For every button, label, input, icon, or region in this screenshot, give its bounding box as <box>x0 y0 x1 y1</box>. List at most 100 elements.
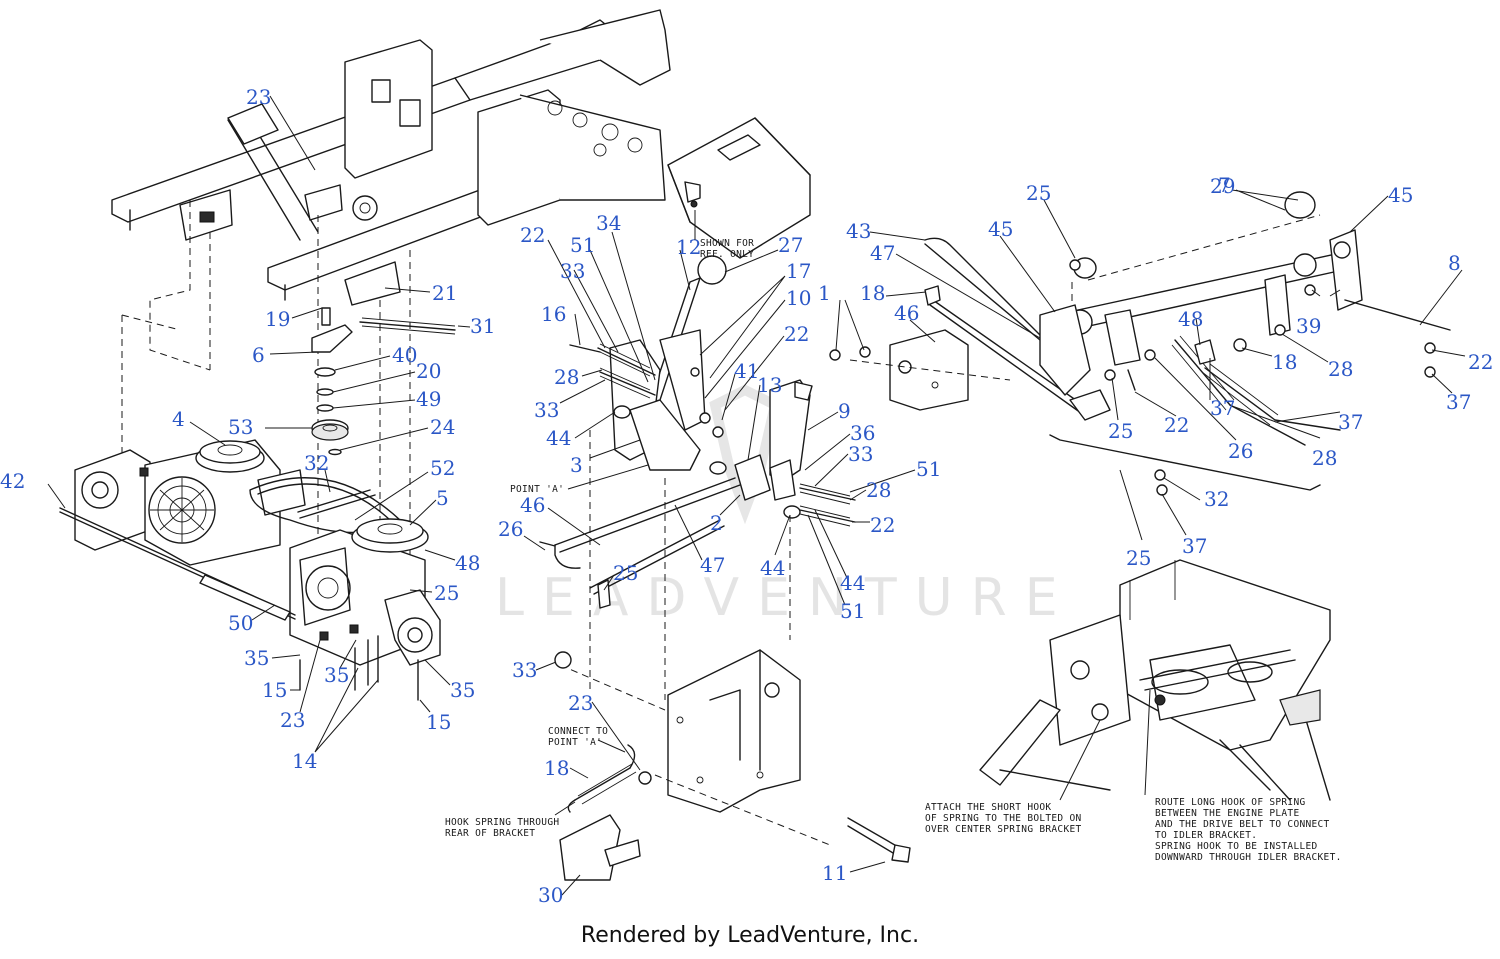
callout[interactable]: 45 <box>1349 183 1413 233</box>
callout[interactable]: 37 <box>1161 493 1207 558</box>
callout[interactable]: 25 <box>1108 377 1133 443</box>
callout[interactable]: 26 <box>498 517 546 551</box>
callout[interactable]: 28 <box>849 478 891 502</box>
callout[interactable]: 33 <box>560 259 619 353</box>
callout[interactable]: 6 <box>252 343 319 367</box>
callout[interactable]: 22 <box>724 322 809 411</box>
callout[interactable]: 51 <box>849 457 941 493</box>
callout[interactable]: 44 <box>760 514 791 580</box>
callout[interactable]: 15 <box>262 678 300 702</box>
callout[interactable]: 27 <box>724 233 803 273</box>
callout[interactable]: 33 <box>512 658 557 682</box>
svg-text:32: 32 <box>1204 487 1229 511</box>
callout[interactable]: 12 <box>676 235 701 291</box>
svg-text:REF. ONLY: REF. ONLY <box>700 249 754 260</box>
callout[interactable]: 2 <box>710 494 741 535</box>
callout[interactable]: 43 <box>846 219 926 243</box>
callout[interactable]: 34 <box>596 211 656 381</box>
callout[interactable]: 28 <box>1281 333 1353 381</box>
bracket-7 <box>849 329 1011 411</box>
callout[interactable]: 46 <box>520 493 601 546</box>
callout[interactable]: 51 <box>807 514 865 623</box>
callout[interactable]: 15 <box>419 699 451 734</box>
callout[interactable]: 42 <box>0 469 66 509</box>
svg-text:51: 51 <box>570 233 595 257</box>
callout[interactable]: 26 <box>1154 357 1253 463</box>
callout[interactable]: 37 <box>1209 358 1235 420</box>
callout[interactable]: 24 <box>339 415 455 451</box>
svg-text:42: 42 <box>0 469 25 493</box>
callout[interactable]: 22 <box>852 513 895 537</box>
callout[interactable]: 7 <box>1218 173 1299 201</box>
callout[interactable]: 22 <box>1134 391 1189 437</box>
callout[interactable]: 5 <box>409 486 449 526</box>
callout[interactable]: 33 <box>814 442 873 487</box>
callout[interactable]: 47 <box>870 241 1041 339</box>
callout[interactable]: 17 <box>699 259 811 379</box>
callout[interactable]: 13 <box>747 373 782 461</box>
callout[interactable]: 1 <box>818 281 865 351</box>
callout[interactable]: 22 <box>1431 349 1493 374</box>
callout[interactable]: 16 <box>541 302 581 346</box>
callout[interactable]: 37 <box>1274 410 1363 434</box>
callout[interactable]: 39 <box>1296 289 1341 338</box>
callout[interactable]: 8 <box>1419 251 1463 326</box>
callout[interactable]: 47 <box>674 504 725 577</box>
callout[interactable]: 35 <box>244 646 301 670</box>
callout[interactable]: 21 <box>384 281 457 305</box>
callout[interactable]: 14 <box>292 667 379 773</box>
callout[interactable]: 52 <box>354 456 455 521</box>
callout[interactable]: 48 <box>1178 307 1203 346</box>
callout[interactable]: 22 <box>520 223 606 349</box>
callout[interactable]: 33 <box>534 379 606 422</box>
svg-text:12: 12 <box>676 235 701 259</box>
callout[interactable]: 32 <box>1163 477 1229 511</box>
callout[interactable]: 44 <box>814 509 865 595</box>
callout[interactable]: 25 <box>1026 181 1076 259</box>
callout[interactable]: 18 <box>860 281 927 305</box>
svg-text:AND THE DRIVE BELT TO CONNECT: AND THE DRIVE BELT TO CONNECT <box>1155 819 1330 830</box>
callout[interactable]: 49 <box>332 387 441 411</box>
callout[interactable]: 51 <box>570 233 649 383</box>
callout[interactable]: 32 <box>304 451 331 493</box>
svg-text:27: 27 <box>778 233 803 257</box>
callout[interactable]: 41 <box>721 359 759 421</box>
callout[interactable]: 25 <box>409 581 459 605</box>
note-hook-spring: HOOK SPRING THROUGH REAR OF BRACKET <box>445 801 576 839</box>
callout[interactable]: 48 <box>424 549 480 575</box>
svg-text:25: 25 <box>434 581 459 605</box>
callout[interactable]: 4 <box>172 407 226 446</box>
callout[interactable]: 18 <box>1241 347 1297 374</box>
callout[interactable]: 9 <box>807 399 851 431</box>
callout[interactable]: 23 <box>280 639 321 732</box>
callout[interactable]: 23 <box>568 691 641 771</box>
svg-text:49: 49 <box>416 387 441 411</box>
callout[interactable]: 35 <box>424 659 475 702</box>
callout[interactable]: 40 <box>334 343 417 371</box>
svg-text:18: 18 <box>544 756 569 780</box>
svg-text:11: 11 <box>822 861 847 885</box>
callout[interactable]: 35 <box>324 639 357 687</box>
callout[interactable]: 53 <box>228 415 312 439</box>
callout[interactable]: 20 <box>332 359 441 393</box>
callout[interactable]: 28 <box>554 365 603 389</box>
callout[interactable]: 46 <box>894 301 936 343</box>
callout[interactable]: 18 <box>544 756 589 780</box>
callout[interactable]: 23 <box>246 85 316 171</box>
callout[interactable]: 25 <box>603 561 638 591</box>
callout[interactable]: 36 <box>804 421 875 471</box>
callout[interactable]: 11 <box>822 861 886 885</box>
callout[interactable]: 19 <box>265 307 323 331</box>
callout[interactable]: 3 <box>570 439 641 477</box>
callout[interactable]: 50 <box>228 604 276 635</box>
callout[interactable]: 10 <box>704 286 811 399</box>
callout[interactable]: 29 <box>1210 174 1286 211</box>
svg-text:29: 29 <box>1210 174 1235 198</box>
callout[interactable]: 45 <box>988 217 1056 313</box>
callout[interactable]: 37 <box>1431 373 1471 414</box>
callout[interactable]: 31 <box>457 314 495 338</box>
callout[interactable]: 44 <box>546 411 616 450</box>
callout[interactable]: 25 <box>1119 469 1151 570</box>
callout[interactable]: 30 <box>538 874 581 907</box>
